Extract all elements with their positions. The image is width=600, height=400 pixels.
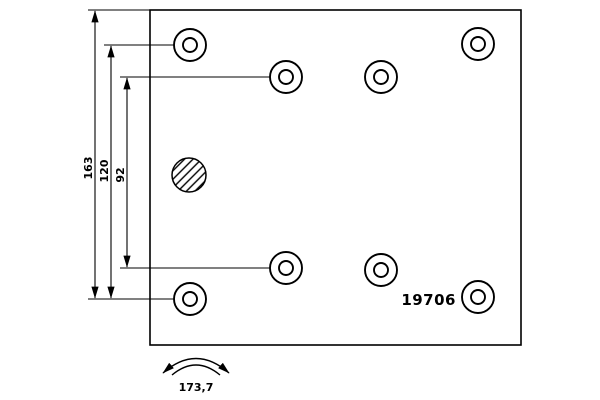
rivet-hole-inner: [470, 36, 486, 52]
rivet-hole-inner: [278, 69, 294, 85]
section-hatch-circle: [171, 157, 207, 193]
rivet-hole-bottom-mid-left: [269, 251, 303, 285]
arc-curvature-symbol: [162, 357, 230, 376]
part-number: 19706: [401, 291, 456, 309]
dimension-label-163: 163: [82, 157, 95, 180]
dimension-label-92: 92: [114, 167, 127, 182]
dimension-label-120: 120: [98, 159, 111, 182]
lining-plate-outline: [149, 9, 522, 346]
rivet-hole-bottom-left: [173, 282, 207, 316]
rivet-hole-top-left: [173, 28, 207, 62]
rivet-hole-bottom-right: [461, 280, 495, 314]
rivet-hole-bottom-mid-right: [364, 253, 398, 287]
dimension-lines: [91, 10, 131, 299]
rivet-hole-top-right: [461, 27, 495, 61]
rivet-holes: [173, 27, 495, 316]
rivet-hole-inner: [182, 37, 198, 53]
rivet-hole-inner: [278, 260, 294, 276]
rivet-hole-inner: [373, 69, 389, 85]
arc-width-label: 173,7: [179, 381, 214, 394]
rivet-hole-top-mid-left: [269, 60, 303, 94]
arc-inner-curve: [171, 364, 221, 376]
rivet-hole-inner: [373, 262, 389, 278]
arc-outer-curve: [162, 357, 230, 374]
rivet-hole-top-mid-right: [364, 60, 398, 94]
rivet-hole-inner: [470, 289, 486, 305]
rivet-hole-inner: [182, 291, 198, 307]
